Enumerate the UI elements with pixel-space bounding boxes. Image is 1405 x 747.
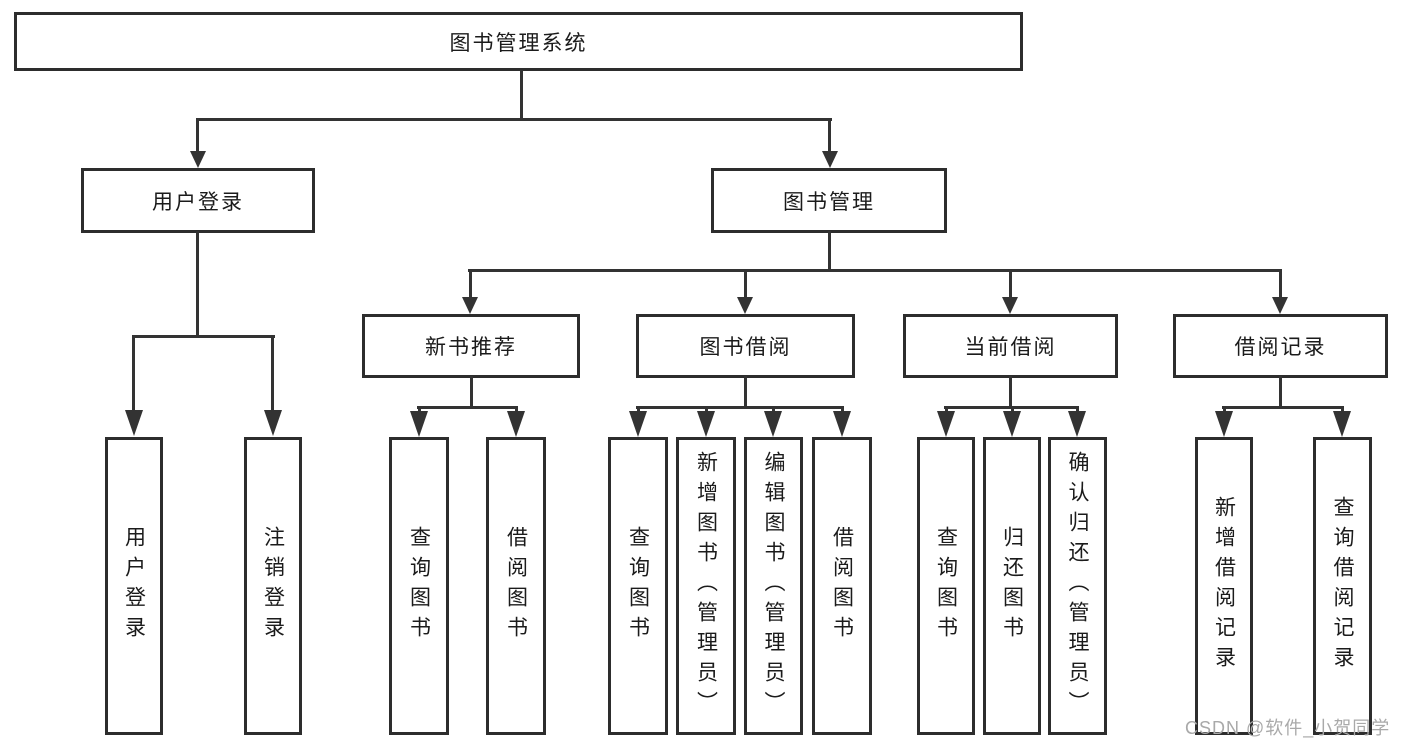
node-root: 图书管理系统: [14, 12, 1023, 71]
node-new-book-recommend-label: 新书推荐: [425, 336, 517, 359]
node-book-management-label: 图书管理: [783, 190, 875, 214]
leaf-user-login: 用户登录: [105, 437, 163, 735]
node-root-label: 图书管理系统: [449, 31, 588, 55]
node-book-management: 图书管理: [711, 168, 947, 233]
arrow-head: [410, 411, 428, 437]
leaf-query-books-recommend-label: 查询图书: [407, 526, 431, 646]
leaf-query-books-current: 查询图书: [917, 437, 975, 735]
connector-line: [744, 269, 747, 299]
leaf-add-borrow-record-label: 新增借阅记录: [1212, 496, 1236, 676]
node-book-borrow: 图书借阅: [636, 314, 855, 378]
connector-line: [1222, 406, 1344, 409]
leaf-add-book-admin: 新增图书（管理员）: [676, 437, 736, 735]
leaf-query-books-borrow: 查询图书: [608, 437, 668, 735]
arrow-head: [264, 410, 282, 436]
arrow-head: [697, 411, 715, 437]
node-borrow-records-label: 借阅记录: [1234, 336, 1327, 359]
connector-line: [1279, 269, 1282, 299]
connector-line: [841, 406, 844, 414]
connector-line: [132, 335, 135, 413]
connector-line: [520, 70, 523, 121]
node-user-login-label: 用户登录: [152, 190, 244, 214]
connector-line: [1341, 406, 1344, 414]
connector-line: [271, 335, 274, 413]
connector-line: [515, 406, 518, 414]
connector-line: [132, 335, 275, 338]
arrow-head: [1333, 411, 1351, 437]
connector-line: [828, 118, 831, 153]
connector-line: [637, 406, 640, 414]
connector-line: [772, 406, 775, 414]
connector-line: [468, 269, 1282, 272]
connector-line: [1279, 376, 1282, 409]
leaf-query-borrow-record: 查询借阅记录: [1313, 437, 1372, 735]
leaf-query-books-recommend: 查询图书: [389, 437, 449, 735]
arrow-head: [1068, 411, 1086, 437]
connector-line: [196, 118, 199, 153]
arrow-head: [737, 297, 753, 314]
node-borrow-records: 借阅记录: [1173, 314, 1388, 378]
leaf-borrow-books-2-label: 借阅图书: [830, 526, 854, 646]
node-current-borrow-label: 当前借阅: [964, 336, 1057, 359]
arrow-head: [1002, 297, 1018, 314]
node-user-login: 用户登录: [81, 168, 315, 233]
arrow-head: [822, 151, 838, 168]
arrow-head: [1003, 411, 1021, 437]
connector-line: [705, 406, 708, 414]
leaf-query-borrow-record-label: 查询借阅记录: [1331, 496, 1355, 676]
node-current-borrow: 当前借阅: [903, 314, 1118, 378]
node-new-book-recommend: 新书推荐: [362, 314, 580, 378]
connector-line: [744, 376, 747, 409]
connector-line: [1009, 376, 1012, 409]
connector-line: [470, 376, 473, 409]
arrow-head: [1215, 411, 1233, 437]
arrow-head: [190, 151, 206, 168]
leaf-borrow-books-2: 借阅图书: [812, 437, 872, 735]
leaf-query-books-borrow-label: 查询图书: [626, 526, 650, 646]
leaf-borrow-books-recommend: 借阅图书: [486, 437, 546, 735]
leaf-logout: 注销登录: [244, 437, 302, 735]
arrow-head: [629, 411, 647, 437]
connector-line: [469, 269, 472, 299]
leaf-confirm-return-admin-label: 确认归还（管理员）: [1066, 451, 1090, 721]
leaf-borrow-books-recommend-label: 借阅图书: [504, 526, 528, 646]
leaf-logout-label: 注销登录: [261, 526, 285, 646]
arrow-head: [507, 411, 525, 437]
connector-line: [828, 231, 831, 272]
leaf-add-borrow-record: 新增借阅记录: [1195, 437, 1253, 735]
arrow-head: [764, 411, 782, 437]
leaf-edit-book-admin: 编辑图书（管理员）: [744, 437, 803, 735]
node-book-borrow-label: 图书借阅: [699, 336, 792, 359]
connector-line: [196, 231, 199, 338]
leaf-edit-book-admin-label: 编辑图书（管理员）: [762, 451, 786, 721]
leaf-return-books: 归还图书: [983, 437, 1041, 735]
arrow-head: [125, 410, 143, 436]
arrow-head: [937, 411, 955, 437]
connector-line: [417, 406, 518, 409]
connector-line: [1009, 269, 1012, 299]
connector-line: [197, 118, 832, 121]
leaf-add-book-admin-label: 新增图书（管理员）: [694, 451, 718, 721]
leaf-user-login-label: 用户登录: [122, 526, 146, 646]
leaf-query-books-current-label: 查询图书: [934, 526, 958, 646]
arrow-head: [1272, 297, 1288, 314]
arrow-head: [833, 411, 851, 437]
connector-line: [945, 406, 948, 414]
watermark: CSDN @软件_小贺同学: [1185, 718, 1391, 738]
connector-line: [636, 406, 844, 409]
leaf-return-books-label: 归还图书: [1000, 526, 1024, 646]
connector-line: [1223, 406, 1226, 414]
arrow-head: [462, 297, 478, 314]
leaf-confirm-return-admin: 确认归还（管理员）: [1048, 437, 1107, 735]
connector-line: [418, 406, 421, 414]
connector-line: [1011, 406, 1014, 414]
connector-line: [1076, 406, 1079, 414]
